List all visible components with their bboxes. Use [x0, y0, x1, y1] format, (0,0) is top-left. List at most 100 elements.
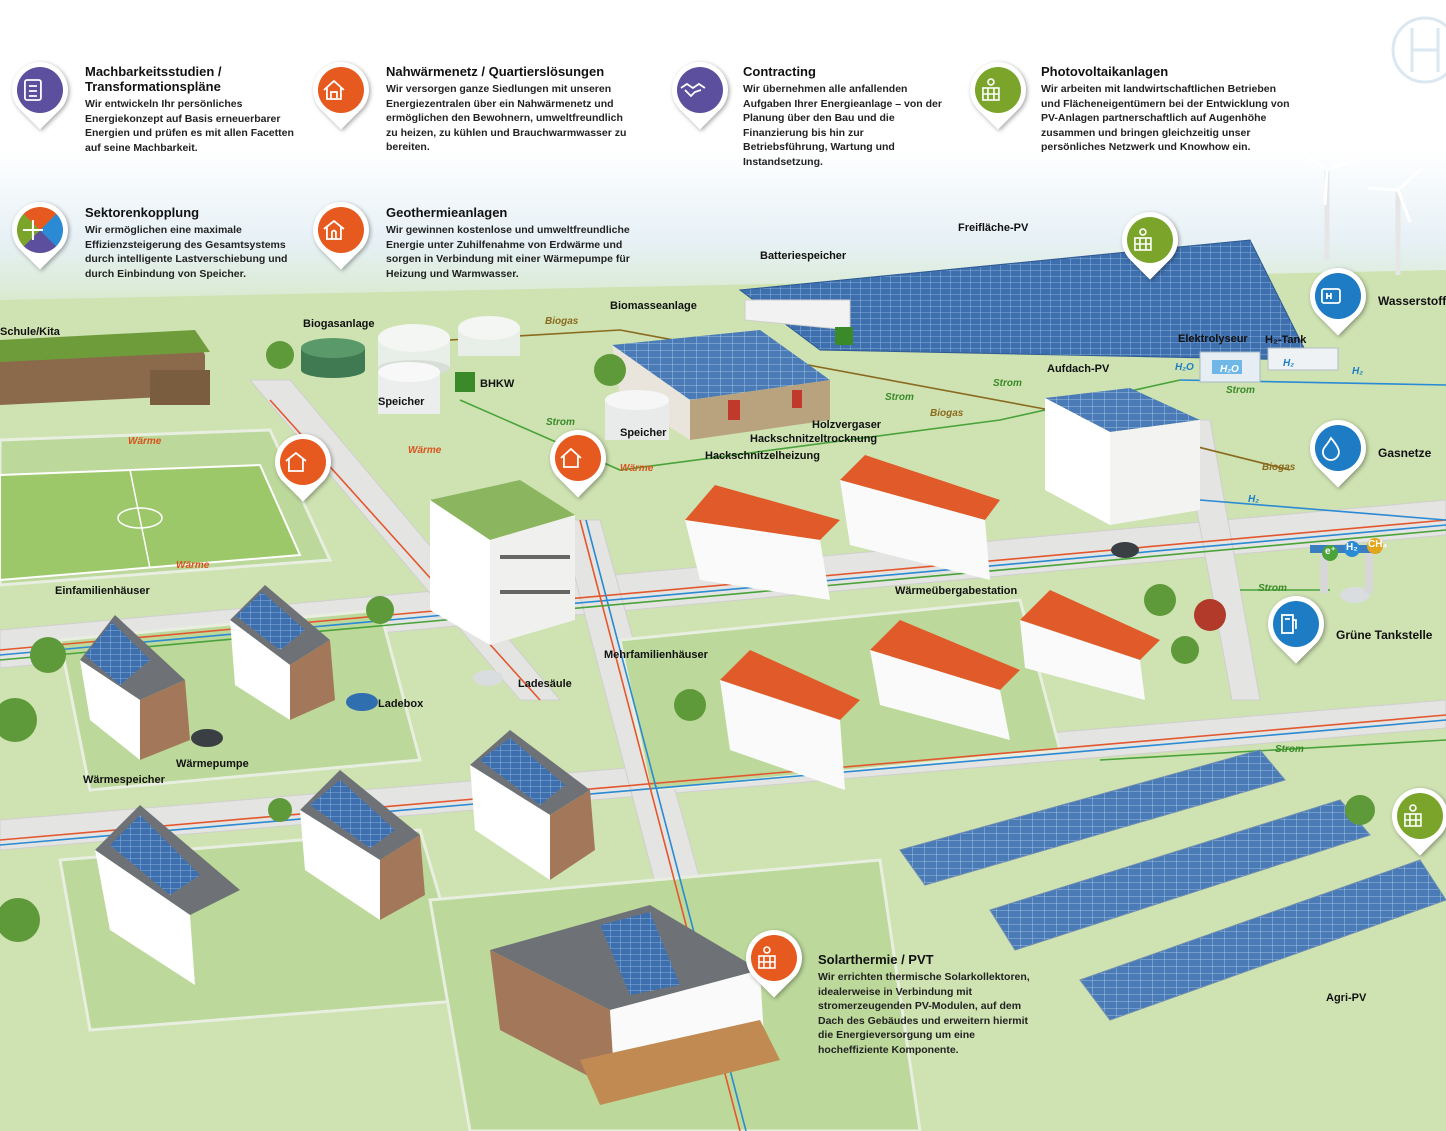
geothermal-house-icon: [323, 219, 345, 240]
trees: [0, 341, 1375, 942]
pv-pin-field[interactable]: [1110, 200, 1190, 280]
photovoltaik-pin[interactable]: [958, 50, 1038, 130]
info-title: Contracting: [743, 64, 816, 79]
label-h2-b: H₂: [1352, 366, 1364, 377]
label-h2-station: H₂: [1346, 542, 1358, 553]
info-text: Wir übernehmen alle anfallenden Aufgaben…: [743, 83, 942, 168]
clipboard-checklist-icon: [24, 79, 42, 101]
solarthermie-pin[interactable]: [734, 918, 814, 998]
central-apartment-building: [430, 480, 575, 645]
flow-biogas-2: Biogas: [930, 408, 964, 419]
info-nahwaerme: Nahwärmenetz / Quartierslösungen Wir ver…: [386, 64, 636, 155]
terrace-houses: [685, 455, 1160, 790]
label-ladesaeule: Ladesäule: [518, 678, 572, 690]
flow-waerme-1: Wärme: [128, 436, 162, 447]
heat-pin-center[interactable]: [538, 418, 618, 498]
contracting-pin[interactable]: [660, 50, 740, 130]
label-gasnetze: Gasnetze: [1378, 446, 1432, 460]
label-mehrfamilienhaeuser: Mehrfamilienhäuser: [604, 649, 708, 661]
label-waermepumpe: Wärmepumpe: [176, 758, 249, 770]
label-ladebox: Ladebox: [378, 698, 424, 710]
aufdach-pv-building: [1045, 388, 1200, 525]
solar-thermal-icon: [758, 946, 776, 969]
label-wasserstoff: Wasserstoff: [1378, 294, 1446, 308]
pv-pin-agri[interactable]: [1380, 776, 1446, 856]
info-title: Geothermieanlagen: [386, 205, 508, 220]
flow-biogas-3: Biogas: [1262, 462, 1296, 473]
label-elektrolyseur: Elektrolyseur: [1178, 333, 1248, 345]
label-h2o-1: H₂O: [1175, 362, 1194, 373]
district-heat-icon: [323, 79, 345, 100]
info-machbarkeit: Machbarkeitsstudien / Transformationsplä…: [85, 64, 305, 155]
info-title: Machbarkeitsstudien / Transformationsplä…: [85, 64, 222, 94]
flow-strom-3: Strom: [993, 378, 1022, 389]
school-building: [0, 330, 210, 405]
electrolyser-unit: [1199, 347, 1339, 383]
label-h2-a: H₂: [1283, 358, 1295, 369]
label-speicher-2: Speicher: [620, 427, 667, 439]
label-waermespeicher: Wärmespeicher: [83, 774, 165, 786]
label-hackschnitzelheizung: Hackschnitzelheizung: [705, 450, 820, 462]
flow-strom-5: Strom: [1258, 583, 1287, 594]
info-title: Nahwärmenetz / Quartierslösungen: [386, 64, 605, 79]
company-logo-mark: [1391, 16, 1446, 84]
label-schule: Schule/Kita: [0, 326, 60, 338]
solar-panel-icon: [1404, 804, 1422, 827]
heat-pin-school[interactable]: [263, 422, 343, 502]
agri-pv-field: [899, 749, 1446, 1021]
info-sektoren: Sektorenkopplung Wir ermöglichen eine ma…: [85, 205, 300, 281]
fuel-pump-icon: [1281, 614, 1297, 634]
flow-waerme-4: Wärme: [176, 560, 210, 571]
flow-biogas-1: Biogas: [545, 316, 579, 327]
solar-panel-icon: [1134, 228, 1152, 251]
label-hackschnitzeltrocknung: Hackschnitzeltrocknung: [750, 433, 878, 445]
green-fuel-station: [1310, 538, 1383, 593]
label-aufdach-pv: Aufdach-PV: [1047, 363, 1110, 375]
biomass-hall: [605, 330, 830, 440]
flow-strom-2: Strom: [885, 392, 914, 403]
label-biogasanlage: Biogasanlage: [303, 318, 375, 330]
label-ch4: CH₄: [1368, 539, 1388, 550]
label-batteriespeicher: Batteriespeicher: [760, 250, 847, 262]
sports-field: [0, 463, 302, 582]
info-text: Wir arbeiten mit landwirtschaftlichen Be…: [1041, 83, 1290, 153]
info-text: Wir ermöglichen eine maximale Effizienzs…: [85, 224, 288, 280]
info-title: Photovoltaikanlagen: [1041, 64, 1169, 79]
label-h2-c: H₂: [1248, 494, 1260, 505]
flow-strom-1: Strom: [546, 417, 575, 428]
label-einfamilienhaeuser: Einfamilienhäuser: [55, 585, 150, 597]
info-photovoltaik: Photovoltaikanlagen Wir arbeiten mit lan…: [1041, 64, 1296, 155]
solar-panel-icon: [982, 78, 1000, 101]
label-waermeuebergabestation: Wärmeübergabestation: [895, 585, 1018, 597]
sektoren-pin[interactable]: [0, 190, 80, 270]
flow-strom-4: Strom: [1226, 385, 1255, 396]
sector-coupling-icon: [22, 220, 43, 240]
info-solarthermie: Solarthermie / PVT Wir errichten thermis…: [818, 952, 1030, 1057]
hydrogen-icon: [1321, 288, 1341, 304]
battery-storage: [744, 299, 853, 345]
geothermal-house-icon: [285, 451, 307, 472]
info-text: Wir gewinnen kostenlose und umweltfreund…: [386, 224, 630, 280]
biogas-plant: [301, 316, 520, 414]
fuel-station-pin[interactable]: [1256, 584, 1336, 664]
label-biomasseanlage: Biomasseanlage: [610, 300, 697, 312]
nahwaerme-pin[interactable]: [301, 50, 381, 130]
detached-houses: [80, 585, 780, 1105]
label-bhkw: BHKW: [480, 378, 515, 390]
label-h2o-2: H₂O: [1220, 364, 1239, 375]
machbarkeit-pin[interactable]: [0, 50, 80, 130]
handshake-icon: [680, 82, 706, 98]
label-speicher-1: Speicher: [378, 396, 425, 408]
hydrogen-pin[interactable]: [1298, 256, 1378, 336]
label-freiflaeche-pv: Freifläche-PV: [958, 222, 1029, 234]
info-title: Sektorenkopplung: [85, 205, 200, 220]
label-holzvergaser: Holzvergaser: [812, 419, 882, 431]
label-h2-tank: H₂-Tank: [1265, 334, 1307, 346]
gas-network-pin[interactable]: [1298, 408, 1378, 488]
geothermie-pin[interactable]: [301, 190, 381, 270]
info-geothermie: Geothermieanlagen Wir gewinnen kostenlos…: [386, 205, 641, 281]
label-agri-pv: Agri-PV: [1326, 992, 1367, 1004]
info-contracting: Contracting Wir übernehmen alle anfallen…: [743, 64, 948, 169]
